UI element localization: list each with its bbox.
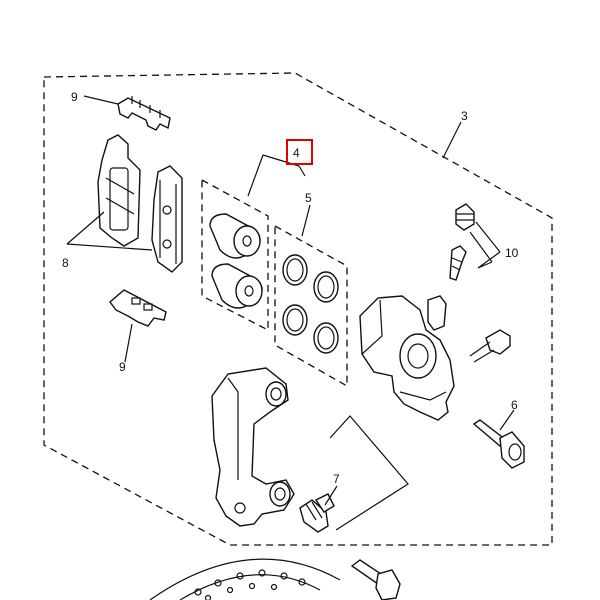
piston-group-boundary — [201, 178, 269, 332]
caliper-bolt — [472, 419, 525, 469]
pad-spring-top — [117, 96, 171, 131]
mounting-bolt — [350, 559, 401, 600]
callout-10: 10 — [505, 246, 519, 260]
bleed-screw — [449, 245, 467, 281]
piston-upper — [209, 213, 261, 259]
piston-lower — [211, 263, 263, 309]
brake-disc — [149, 558, 341, 600]
callout-7: 7 — [333, 472, 340, 486]
seal-group-boundary — [274, 224, 348, 388]
callout-3: 3 — [461, 109, 468, 123]
callout-8: 8 — [62, 256, 69, 270]
callout-4-highlight — [286, 139, 313, 165]
callout-9-bottom: 9 — [119, 360, 126, 374]
bleed-screw-cap — [455, 203, 475, 231]
callout-5: 5 — [305, 191, 312, 205]
caliper-body — [359, 295, 455, 421]
caliper-pin-upper — [469, 329, 511, 363]
caliper-bracket — [211, 367, 295, 527]
caliper-assembly-boundary — [43, 72, 553, 546]
callout-9-top: 9 — [71, 90, 78, 104]
pad-spring-bottom — [109, 289, 167, 327]
callout-6: 6 — [511, 398, 518, 412]
leader-lines — [66, 95, 515, 531]
piston-seals — [282, 254, 339, 354]
brake-pad-rear — [97, 134, 141, 247]
brake-pad-front — [151, 165, 183, 273]
callout-4: 4 — [293, 146, 300, 160]
